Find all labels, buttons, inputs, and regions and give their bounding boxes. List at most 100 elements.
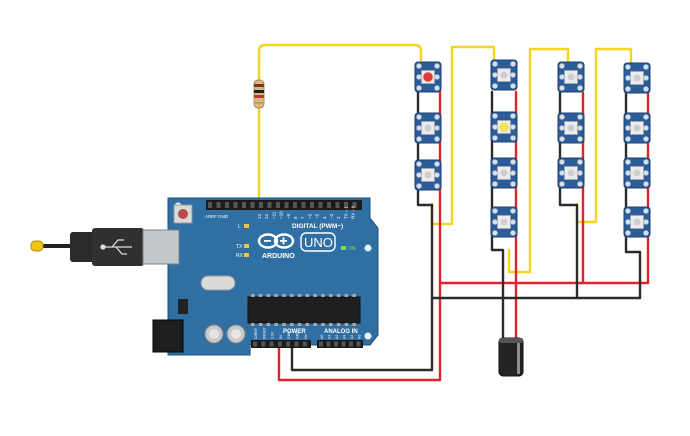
crystal-oscillator (200, 275, 236, 291)
signal-wire-col2-to-col3 (507, 47, 570, 274)
chip-pin (336, 323, 341, 326)
neopixel[interactable] (557, 61, 585, 93)
chip-pin (352, 323, 356, 326)
chip-pin (329, 323, 333, 326)
aref-label: AREF (205, 214, 217, 219)
chip-pin (282, 294, 286, 297)
chip-pin (266, 294, 271, 297)
unlit-led-icon (500, 218, 508, 226)
power-pin[interactable] (286, 341, 291, 347)
analog-pin-label: A1 (328, 335, 332, 339)
header-pin[interactable] (310, 202, 314, 208)
analog-pin[interactable] (349, 341, 353, 347)
tx-label: TX (236, 244, 243, 250)
header-pin[interactable] (267, 202, 272, 208)
chip-pin (274, 294, 278, 297)
header-pin[interactable] (259, 202, 263, 208)
power-pin-label: 5V (279, 334, 283, 339)
digital-pin-label: 8 (293, 216, 298, 219)
header-pin[interactable] (344, 202, 348, 208)
neopixel[interactable] (414, 112, 442, 144)
neopixel[interactable] (490, 59, 518, 91)
analog-pin-label: A5 (358, 335, 362, 339)
power-wire-to-5v (277, 281, 442, 382)
analog-pin[interactable] (341, 341, 346, 347)
resistor[interactable] (253, 79, 265, 109)
rx-led (244, 253, 249, 257)
chip-pin (290, 294, 294, 297)
bottom-pins (253, 341, 361, 347)
neopixel[interactable] (623, 112, 651, 144)
header-pin[interactable] (250, 202, 255, 208)
chip-pin (258, 294, 263, 297)
neopixel[interactable] (623, 206, 651, 238)
header-pin[interactable] (293, 202, 297, 208)
analog-pin[interactable] (334, 341, 338, 347)
power-pin[interactable] (253, 341, 257, 347)
header-pin[interactable] (284, 202, 289, 208)
analog-in-label: ANALOG IN (324, 329, 358, 335)
lit-led-icon (499, 122, 509, 132)
header-pin[interactable] (335, 202, 340, 208)
capacitor[interactable] (498, 337, 524, 377)
dc-power-jack (152, 319, 184, 353)
digital-pin-label: 12 (264, 213, 269, 219)
chip-pin (274, 323, 278, 326)
analog-pin-label: A4 (350, 335, 354, 339)
neopixel[interactable] (490, 111, 518, 143)
header-pin[interactable] (216, 202, 221, 208)
chip-pin (297, 294, 302, 297)
power-pin[interactable] (302, 341, 307, 347)
analog-pin[interactable] (356, 341, 361, 347)
header-pin[interactable] (233, 202, 238, 208)
analog-pin[interactable] (319, 341, 323, 347)
neopixel[interactable] (414, 159, 442, 191)
digital-pin-label: ~3 (329, 213, 334, 219)
header-pin[interactable] (327, 202, 331, 208)
reset-button[interactable] (173, 204, 193, 224)
neopixel[interactable] (490, 206, 518, 238)
chip-pin (321, 294, 325, 297)
analog-pin-label: A3 (343, 335, 347, 339)
analog-header (317, 340, 363, 348)
neopixel-grid (414, 59, 651, 238)
neopixel[interactable] (623, 157, 651, 189)
header-pin[interactable] (301, 202, 306, 208)
digital-pin-label: 2 (336, 216, 341, 219)
signal-wire-col3-to-col4 (575, 47, 633, 224)
neopixel[interactable] (557, 112, 585, 144)
on-led (341, 246, 346, 250)
digital-pin-label: ~5 (315, 213, 320, 219)
lit-led-icon (423, 72, 433, 82)
chip-pin (282, 323, 286, 326)
header-pin[interactable] (242, 202, 246, 208)
rx-label: RX (236, 253, 244, 259)
l-led (244, 224, 249, 228)
analog-pin[interactable] (326, 341, 331, 347)
unlit-led-icon (633, 169, 641, 177)
neopixel[interactable] (623, 62, 651, 94)
power-pin[interactable] (277, 341, 282, 347)
power-pin[interactable] (294, 341, 299, 347)
neopixel[interactable] (414, 61, 442, 93)
l-label: L (238, 224, 241, 230)
mounting-hole (364, 332, 372, 340)
header-pin[interactable] (225, 202, 229, 208)
arduino-brand-label: ARDUINO (262, 253, 295, 260)
power-pin[interactable] (269, 341, 274, 347)
header-pin[interactable] (318, 202, 323, 208)
neopixel[interactable] (490, 157, 518, 189)
chip-pin (329, 294, 333, 297)
usb-icon (100, 239, 132, 255)
unlit-led-icon (567, 73, 575, 81)
header-pin[interactable] (208, 202, 212, 208)
digital-pin-label: RX←0 (351, 205, 356, 219)
neopixel[interactable] (557, 157, 585, 189)
power-pin[interactable] (261, 341, 266, 347)
header-pin[interactable] (352, 202, 357, 208)
chip-pin (258, 323, 263, 326)
header-pin[interactable] (276, 202, 280, 208)
